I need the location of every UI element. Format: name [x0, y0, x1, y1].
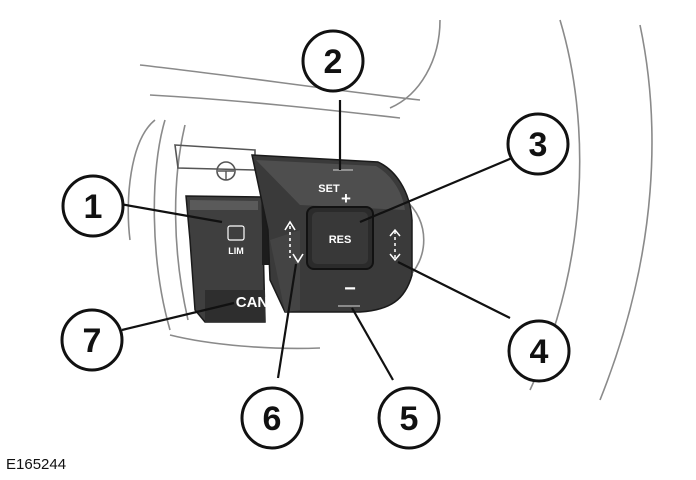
- speed-limiter-button[interactable]: LIM: [227, 225, 245, 256]
- lim-label: LIM: [228, 246, 244, 256]
- callout-5: 5: [377, 386, 441, 450]
- limiter-gauge-icon: [227, 225, 245, 241]
- svg-text:4: 4: [530, 333, 549, 371]
- minus-symbol: −: [344, 278, 356, 300]
- steering-wheel-outline: [127, 19, 653, 401]
- res-label: RES: [329, 234, 352, 246]
- plus-symbol: +: [341, 189, 351, 208]
- queue-assist-toggle[interactable]: [389, 228, 401, 262]
- callout-6: 6: [240, 386, 304, 450]
- svg-text:6: 6: [263, 400, 282, 438]
- set-label: SET: [318, 183, 340, 195]
- figure-code: E165244: [6, 456, 67, 473]
- left-switch-pack: [185, 195, 270, 323]
- callout-7: 7: [60, 308, 124, 372]
- arrow-down-icon: [389, 253, 401, 262]
- arrow-up-icon: [284, 220, 296, 231]
- svg-text:2: 2: [324, 43, 343, 81]
- minus-button[interactable]: −: [338, 278, 360, 307]
- arrow-up-icon: [389, 228, 401, 237]
- callout-3: 3: [506, 112, 570, 176]
- callout-2: 2: [301, 29, 365, 93]
- follow-distance-toggle[interactable]: [284, 220, 304, 264]
- svg-text:1: 1: [84, 188, 103, 226]
- arrow-down-icon: [292, 253, 304, 264]
- leader-lines: [119, 100, 513, 381]
- can-button[interactable]: CAN: [236, 294, 269, 311]
- svg-text:5: 5: [400, 400, 419, 438]
- callout-4: 4: [507, 319, 571, 383]
- callout-1: 1: [61, 174, 125, 238]
- steering-wheel-icon: [216, 161, 236, 181]
- svg-text:7: 7: [83, 322, 102, 360]
- res-button[interactable]: RES: [306, 206, 374, 270]
- svg-text:3: 3: [529, 126, 548, 164]
- set-plus-button[interactable]: SET +: [318, 169, 353, 208]
